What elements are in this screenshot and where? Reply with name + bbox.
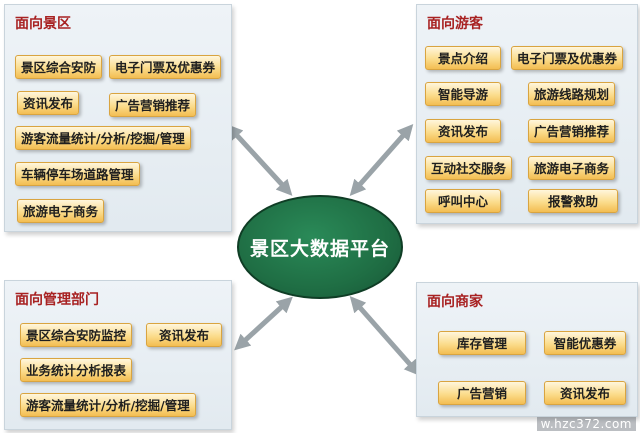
item-tourists-guide: 智能导游 [425,82,501,106]
item-tourists-intro: 景点介绍 [425,46,501,70]
item-scenic-news: 资讯发布 [17,91,80,115]
arrow-merchants [349,296,421,376]
item-scenic-parking: 车辆停车场道路管理 [15,162,140,186]
panel-scenic: 面向景区 景区综合安防 电子门票及优惠券 资讯发布 广告营销推荐 游客流量统计/… [4,4,232,232]
arrow-management [234,296,293,351]
watermark: w.hzc372.com [536,417,636,431]
panel-merchants-title: 面向商家 [427,294,483,310]
item-tourists-social: 互动社交服务 [425,156,513,180]
panel-management-title: 面向管理部门 [15,292,99,308]
panel-tourists-title: 面向游客 [427,16,483,32]
panel-merchants: 面向商家 库存管理 智能优惠券 广告营销 资讯发布 [416,282,638,417]
item-scenic-flow: 游客流量统计/分析/挖掘/管理 [15,126,191,150]
hub-label: 景区大数据平台 [249,237,390,260]
item-tourists-route: 旅游线路规划 [528,82,616,106]
item-tourists-sos: 报警救助 [528,189,618,213]
item-scenic-ecommerce: 旅游电子商务 [17,199,105,223]
item-tourists-eticket: 电子门票及优惠券 [511,46,624,70]
item-merchants-news: 资讯发布 [544,381,626,405]
item-tourists-ecommerce: 旅游电子商务 [528,156,616,180]
item-tourists-callcenter: 呼叫中心 [425,189,501,213]
item-scenic-eticket: 电子门票及优惠券 [109,55,222,79]
arrow-scenic [226,124,293,196]
item-merchants-coupons: 智能优惠券 [544,331,626,355]
item-management-flow: 游客流量统计/分析/挖掘/管理 [20,393,196,417]
item-merchants-inventory: 库存管理 [438,331,526,355]
item-scenic-security: 景区综合安防 [15,55,103,79]
item-management-security: 景区综合安防监控 [20,323,133,347]
item-scenic-ads: 广告营销推荐 [109,93,197,117]
item-management-news: 资讯发布 [146,323,222,347]
item-tourists-news: 资讯发布 [425,119,501,143]
panel-management: 面向管理部门 景区综合安防监控 资讯发布 业务统计分析报表 游客流量统计/分析/… [4,280,232,430]
panel-scenic-title: 面向景区 [15,16,71,32]
panel-tourists: 面向游客 景点介绍 电子门票及优惠券 智能导游 旅游线路规划 资讯发布 广告营销… [416,4,638,224]
hub-big-data-platform: 景区大数据平台 [237,195,403,299]
item-management-reports: 业务统计分析报表 [20,358,133,382]
arrow-tourists [349,124,414,196]
item-merchants-ads: 广告营销 [438,381,526,405]
item-tourists-ads: 广告营销推荐 [528,119,616,143]
